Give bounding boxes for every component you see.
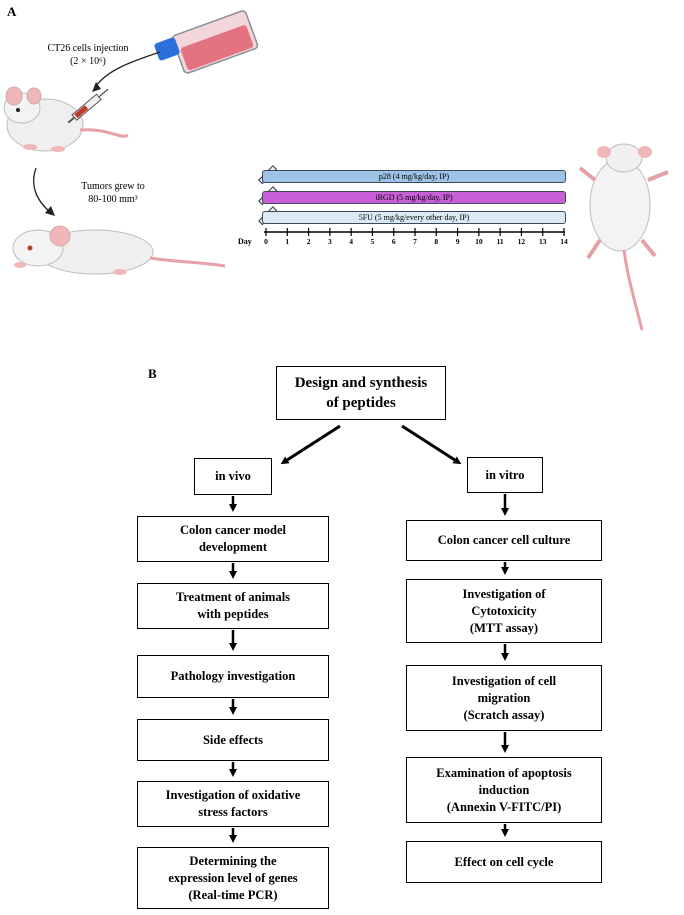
treatment-bar-irgd: iRGD (5 mg/kg/day, IP) [262,191,566,204]
day-tick-label: 0 [264,237,268,246]
vivo-step-side-effects: Side effects [137,719,329,761]
injection-arrow [95,51,161,87]
day-tick-label: 4 [349,237,354,246]
day-tick-label: 2 [306,237,311,246]
day-tick-label: 13 [538,237,547,246]
day-label: Day [238,237,252,246]
treatment-bar-5fu: 5FU (5 mg/kg/every other day, IP) [262,211,566,224]
vivo-step-oxidative-stress: Investigation of oxidative stress factor… [137,781,329,827]
day-tick-label: 10 [475,237,483,246]
panel-b-label: B [148,366,157,381]
arrow-to-in-vitro [401,424,462,465]
treatment-bar-p28: p28 (4 mg/kg/day, IP) [262,170,566,183]
growth-arrow [33,167,51,213]
day-tick-label: 6 [391,237,396,246]
day-tick-label: 3 [327,237,332,246]
tumor-note: Tumors grew to 80-100 mm³ [81,181,145,205]
panel-a-label: A [7,4,17,19]
day-tick-label: 9 [455,237,460,246]
day-tick-label: 1 [285,237,290,246]
cell-culture-flask-icon [154,10,259,74]
vitro-step-cell-culture: Colon cancer cell culture [406,520,602,561]
vivo-step-model-development: Colon cancer model development [137,516,329,562]
day-tick-label: 5 [370,237,375,246]
day-tick-label: 7 [413,237,417,246]
day-tick-label: 12 [517,237,526,246]
in-vitro-box: in vitro [467,457,543,493]
mouse-tumor-icon [12,225,226,275]
vitro-step-cell-cycle: Effect on cell cycle [406,841,602,883]
vivo-step-pathology: Pathology investigation [137,655,329,698]
design-synthesis-box: Design and synthesis of peptides [276,366,446,420]
vivo-step-gene-expression: Determining the expression level of gene… [137,847,329,909]
day-tick-label: 11 [496,237,504,246]
vitro-step-cytotoxicity: Investigation of Cytotoxicity (MTT assay… [406,579,602,643]
vivo-step-treatment: Treatment of animals with peptides [137,583,329,629]
syringe-icon [67,88,109,124]
mouse-injected-icon [3,86,129,152]
in-vivo-box: in vivo [194,458,272,495]
vitro-step-apoptosis: Examination of apoptosis induction (Anne… [406,757,602,823]
mouse-supine-icon [578,143,669,331]
arrow-to-in-vivo [280,424,341,465]
injection-note: CT26 cells injection (2 × 10⁶) [47,43,129,67]
day-tick-label: 14 [560,237,568,246]
vitro-step-migration: Investigation of cell migration (Scratch… [406,665,602,731]
day-tick-label: 8 [434,237,439,246]
